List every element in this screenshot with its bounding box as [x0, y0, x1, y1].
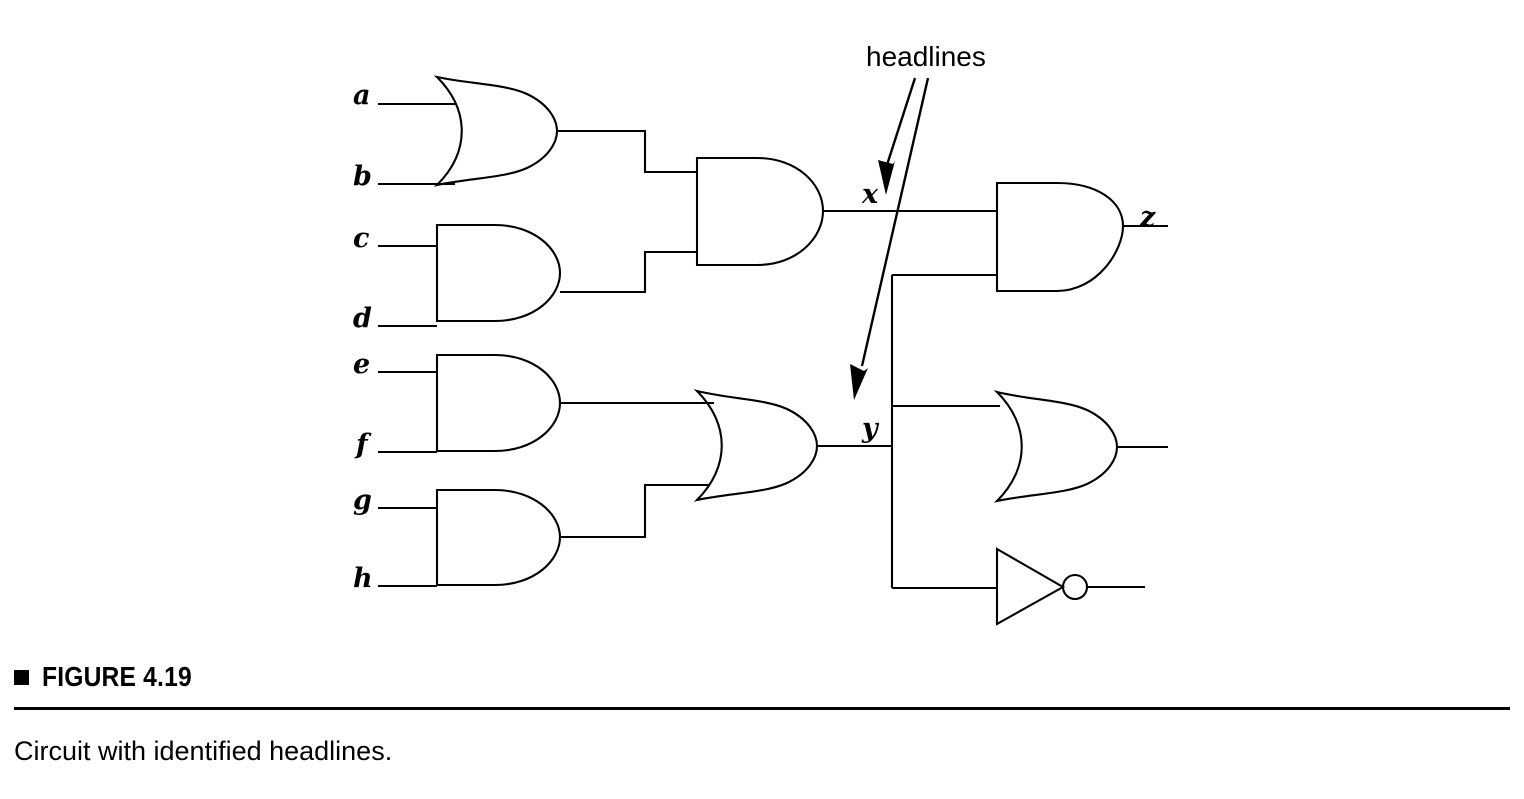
inverter-bubble-icon — [1061, 573, 1089, 601]
net-label-y: y — [861, 413, 880, 444]
headlines-leader-to-y — [850, 77, 930, 400]
input-label-d: d — [353, 303, 372, 334]
callout-headlines-label: headlines — [866, 41, 986, 72]
input-label-c: c — [353, 223, 369, 254]
inverter-triangle — [995, 547, 1066, 626]
net-label-x: x — [861, 179, 879, 210]
headlines-leader-to-x — [878, 77, 917, 195]
caption-text: Circuit with identified headlines. — [14, 736, 393, 766]
inverter-out — [995, 547, 1089, 626]
input-label-g: g — [353, 485, 372, 516]
wire-and3-to-or-y — [560, 483, 710, 539]
input-label-b: b — [353, 161, 372, 192]
input-label-e: e — [353, 349, 370, 380]
caption-divider — [14, 707, 1510, 710]
and-gate-cd — [435, 223, 562, 323]
square-bullet-icon — [14, 669, 29, 685]
and-gate-gh — [435, 488, 562, 587]
circuit-diagram: headlines a b c d e f g h x y z — [353, 41, 1168, 626]
and-gate-z-body — [995, 181, 1125, 293]
figure-caption-block: FIGURE 4.19 Circuit with identified head… — [0, 655, 1524, 767]
or-gate-out — [993, 390, 1119, 503]
and-gate-ef — [435, 353, 562, 453]
and-gate-cd-body — [435, 223, 562, 323]
input-label-f: f — [354, 429, 372, 460]
arrow-head-x-icon — [878, 160, 895, 195]
input-label-h: h — [353, 563, 373, 594]
figure-heading: FIGURE 4.19 — [0, 655, 1524, 699]
wire-or1-to-and-x — [557, 129, 697, 174]
and-gate-z — [995, 181, 1125, 293]
wire-and1-to-and-x — [560, 250, 697, 294]
figure-number: FIGURE 4.19 — [42, 661, 192, 692]
and-gate-x-body — [695, 156, 825, 267]
input-label-a: a — [353, 80, 371, 111]
and-gate-gh-body — [435, 488, 562, 587]
or-gate-y — [693, 389, 819, 502]
arrow-head-y-icon — [850, 364, 868, 400]
or-gate-ab-body — [433, 75, 559, 187]
net-label-z: z — [1139, 202, 1156, 233]
or-gate-out-body — [993, 390, 1119, 503]
or-gate-y-body — [693, 389, 819, 502]
or-gate-ab — [433, 75, 559, 187]
and-gate-ef-body — [435, 353, 562, 453]
and-gate-x — [695, 156, 825, 267]
